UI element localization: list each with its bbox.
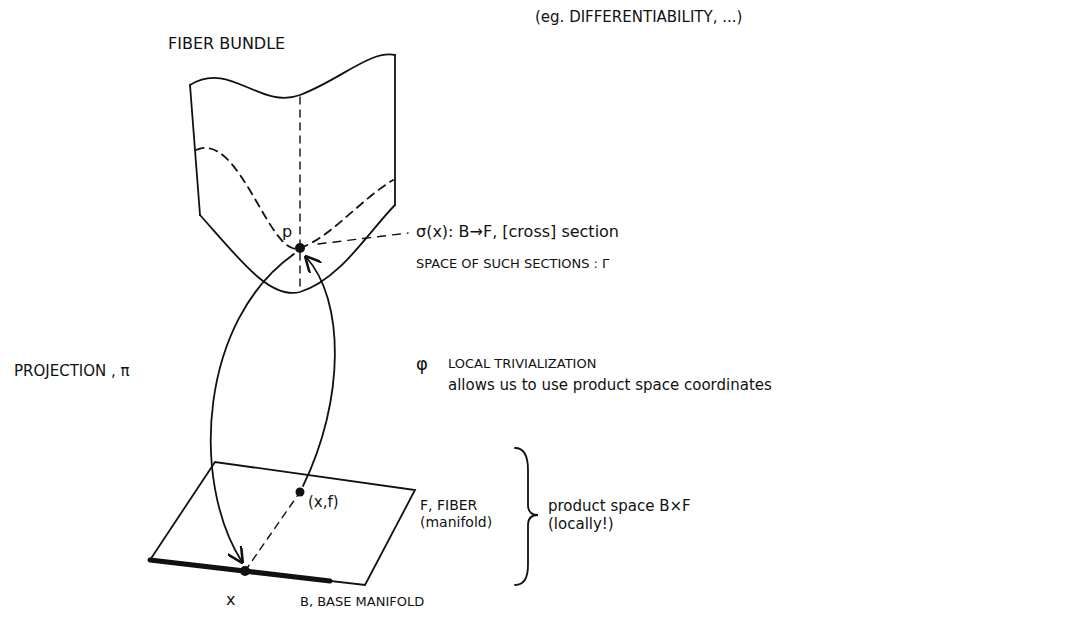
projection-arrow [211, 254, 294, 562]
bundle-left-edge [190, 85, 200, 215]
bundle-bottom-edge [200, 205, 395, 293]
annotation-label: B, BASE MANIFOLD [300, 594, 440, 610]
base-manifold-edge [150, 560, 330, 581]
point-p [295, 243, 305, 253]
annotation-label: PROJECTION , π [14, 362, 130, 380]
annotation-label: (x,f) [308, 493, 339, 511]
point-x [240, 566, 250, 576]
annotation-label: LOCAL TRIVIALIZATION [448, 356, 596, 372]
annotation-label: σ(x): B→F, [cross] section [416, 222, 619, 241]
annotation-label: x [226, 590, 235, 609]
point-xf [296, 488, 305, 497]
section-leader [318, 233, 408, 244]
diagram-title: FIBER BUNDLE [168, 34, 285, 53]
bundle-right-edge [394, 55, 396, 205]
annotation-label: φ [416, 353, 428, 375]
fiber-direction [245, 492, 300, 571]
bundle-top-edge [190, 54, 395, 97]
brace [515, 448, 538, 585]
fiber-line [299, 97, 300, 290]
annotation-label: SPACE OF SUCH SECTIONS : Γ [416, 256, 609, 272]
base-plane [150, 462, 415, 585]
annotation-label: F, FIBER (manifold) [420, 497, 515, 531]
annotation-label: p [282, 222, 292, 241]
annotation-label: (eg. DIFFERENTIABILITY, ...) [535, 8, 742, 26]
annotation-label: allows us to use product space coordinat… [448, 376, 772, 394]
trivialization-arrow [303, 257, 335, 486]
section-curve [196, 148, 393, 249]
annotation-label: product space B×F (locally!) [548, 497, 748, 533]
